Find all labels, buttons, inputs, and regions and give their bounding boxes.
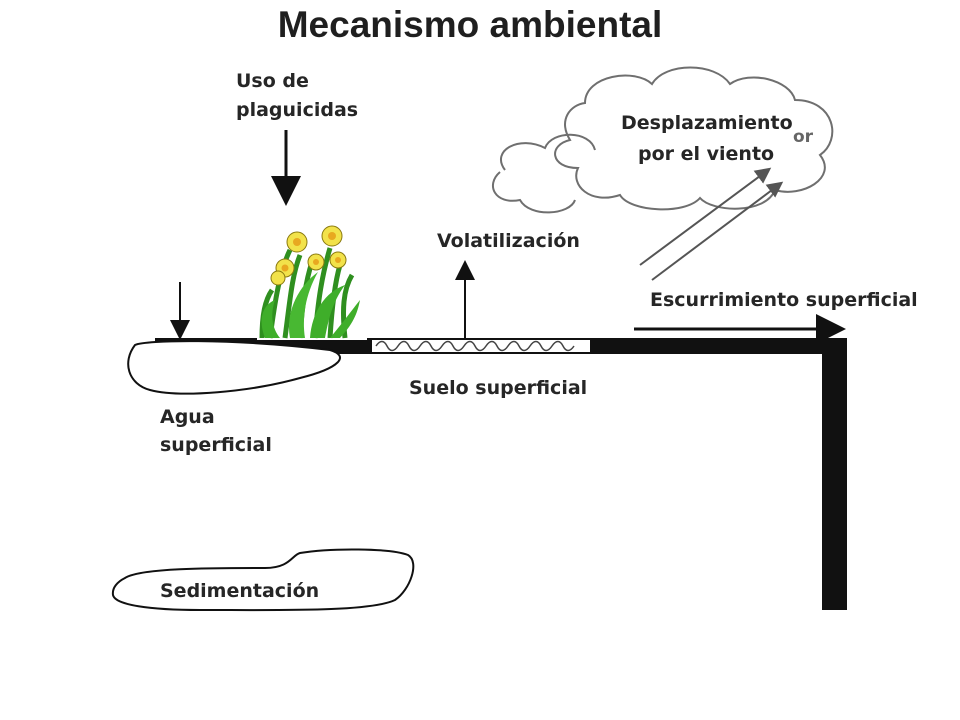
surface-water-label-line2: superficial <box>160 434 272 456</box>
daffodil-plant-icon <box>257 217 367 340</box>
pesticide-use-label-line1: Uso de <box>236 70 309 92</box>
wind-label-line2: por el viento <box>638 143 775 165</box>
pesticide-use-label-line2: plaguicidas <box>236 99 359 121</box>
sedimentation-label: Sedimentación <box>160 580 320 602</box>
diagram-title: Mecanismo ambiental <box>277 4 663 45</box>
soil-texture-icon <box>372 340 590 352</box>
topsoil-label: Suelo superficial <box>409 377 588 399</box>
surface-water-label-line1: Agua <box>160 406 215 428</box>
volatilization-label: Volatilización <box>437 230 580 252</box>
wind-displacement-arrows <box>639 167 784 281</box>
sediment-shape <box>111 548 415 612</box>
wind-label-line1: Desplazamiento <box>621 112 793 134</box>
wind-label-fragment: or <box>793 127 814 147</box>
runoff-label: Escurrimiento superficial <box>650 289 918 311</box>
surface-water-shape <box>127 340 341 395</box>
